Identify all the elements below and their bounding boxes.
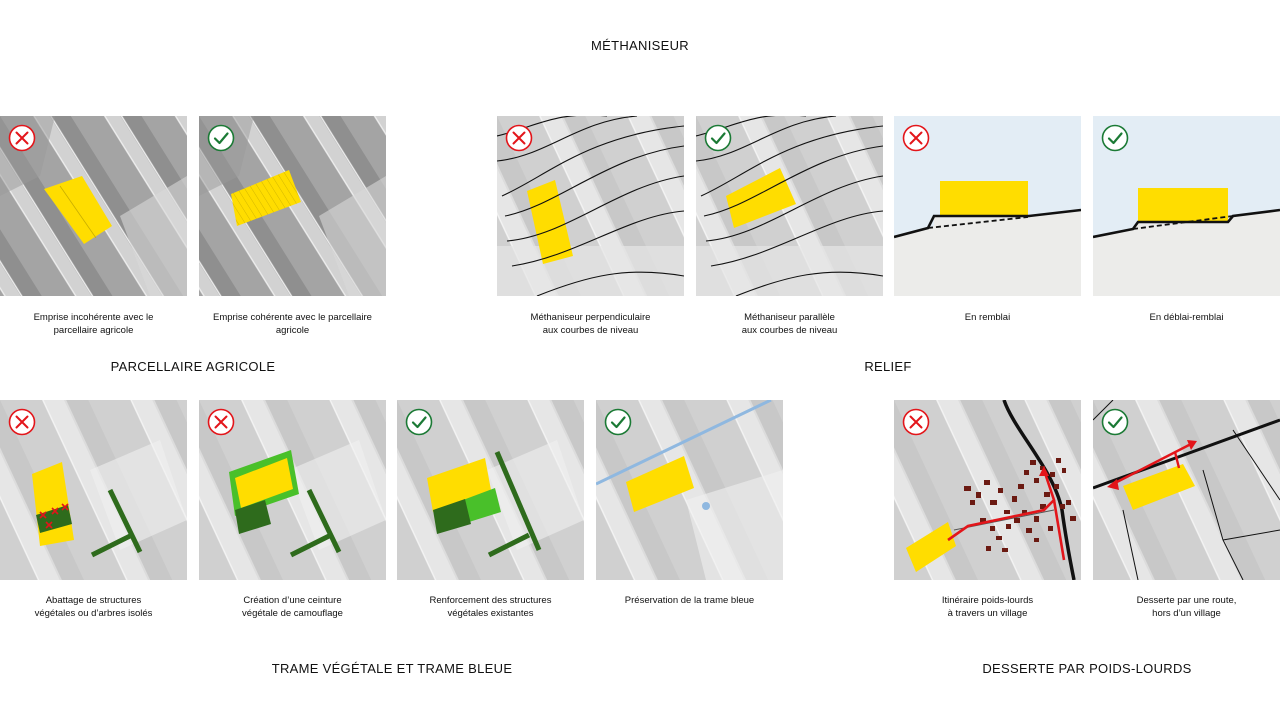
panel-trame-bleue bbox=[596, 400, 783, 580]
methaniseur-footprint bbox=[726, 168, 796, 228]
panel-relief-parallele bbox=[696, 116, 883, 296]
methaniseur-footprint bbox=[1123, 464, 1195, 510]
check-icon bbox=[1101, 408, 1129, 436]
caption-relief-remblai: En remblai bbox=[964, 312, 1011, 323]
section-title-desserte: DESSERTE PAR POIDS-LOURDS bbox=[982, 661, 1192, 676]
caption-trame-bleue: Préservation de la trame bleue bbox=[624, 595, 755, 606]
panel-desserte-route bbox=[1093, 400, 1280, 580]
truck-route bbox=[947, 469, 1056, 542]
methaniseur-section bbox=[940, 181, 1028, 217]
panel-relief-deblai-remblai bbox=[1093, 116, 1280, 296]
caption-relief-deblai-remblai: En déblai-remblai bbox=[1149, 312, 1224, 323]
methaniseur-footprint bbox=[44, 176, 112, 244]
check-icon bbox=[1101, 124, 1129, 152]
section-title-trame: TRAME VÉGÉTALE ET TRAME BLEUE bbox=[271, 661, 513, 676]
panel-trame-renforcement bbox=[397, 400, 584, 580]
village-buildings bbox=[964, 458, 1076, 552]
cut-vegetation bbox=[36, 505, 72, 533]
reinforced-vegetation bbox=[433, 499, 471, 534]
river bbox=[596, 400, 772, 486]
panel-relief-remblai bbox=[894, 116, 1081, 296]
panel-trame-ceinture bbox=[199, 400, 386, 580]
methaniseur-footprint bbox=[235, 458, 293, 508]
cross-icon bbox=[902, 124, 930, 152]
methaniseur-footprint bbox=[626, 456, 694, 512]
methaniseur-footprint bbox=[427, 458, 491, 512]
check-icon bbox=[405, 408, 433, 436]
cross-icon bbox=[8, 408, 36, 436]
cross-icon bbox=[8, 124, 36, 152]
methaniseur-section bbox=[1138, 188, 1228, 222]
pond bbox=[702, 502, 710, 510]
check-icon bbox=[704, 124, 732, 152]
methaniseur-footprint bbox=[527, 180, 573, 264]
panel-parcellaire-bad bbox=[0, 116, 187, 296]
methaniseur-footprint bbox=[906, 522, 956, 572]
cross-icon bbox=[207, 408, 235, 436]
section-title-relief: RELIEF bbox=[864, 359, 912, 374]
reinforced-vegetation-light bbox=[463, 488, 501, 522]
caption-desserte-route: Desserte par une route,hors d’un village bbox=[1136, 595, 1237, 619]
section-title-parcellaire: PARCELLAIRE AGRICOLE bbox=[110, 359, 276, 374]
panel-desserte-village bbox=[894, 400, 1081, 580]
check-icon bbox=[604, 408, 632, 436]
truck-route bbox=[1112, 442, 1192, 486]
cross-icon bbox=[505, 124, 533, 152]
panel-parcellaire-good bbox=[199, 116, 386, 296]
cross-icon bbox=[902, 408, 930, 436]
check-icon bbox=[207, 124, 235, 152]
panel-trame-abattage bbox=[0, 400, 187, 580]
methaniseur-footprint bbox=[231, 170, 301, 226]
title-methaniseur: MÉTHANISEUR bbox=[591, 38, 689, 53]
panel-relief-perpendiculaire bbox=[497, 116, 684, 296]
